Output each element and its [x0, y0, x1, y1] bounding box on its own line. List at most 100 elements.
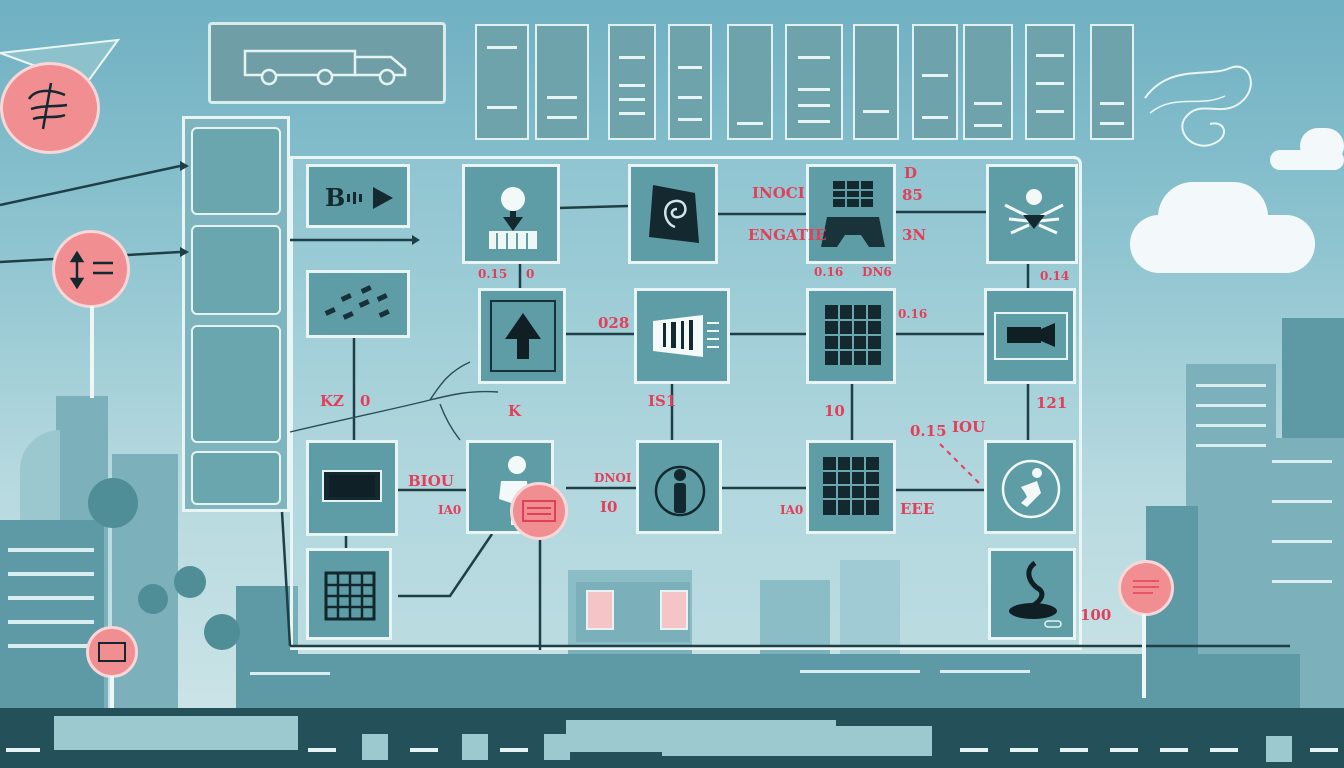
server-rack	[785, 24, 843, 140]
road-marker	[362, 734, 388, 760]
label: IS1	[648, 392, 677, 410]
truck-sign	[208, 22, 446, 104]
grid-tile[interactable]	[806, 288, 896, 384]
pin-stem	[90, 306, 94, 398]
label: ENGATIE	[748, 226, 827, 244]
label: 0.14	[1040, 269, 1070, 283]
tree	[174, 566, 206, 598]
tree	[204, 614, 240, 650]
storage-slot	[191, 127, 281, 215]
server-rack	[912, 24, 958, 140]
dots-tile[interactable]	[306, 270, 410, 338]
play-button-icon	[347, 187, 393, 209]
storage-slot	[191, 451, 281, 505]
user-circle-tile[interactable]	[636, 440, 722, 534]
building-grid-tile[interactable]	[306, 548, 392, 640]
window-row	[1272, 500, 1332, 503]
screen-pin[interactable]	[510, 482, 568, 540]
lane-dash	[1160, 748, 1188, 752]
label: 100	[1080, 606, 1112, 624]
building-grid-icon	[324, 571, 376, 621]
arrows-pin[interactable]	[52, 230, 130, 308]
runner-tile[interactable]	[984, 440, 1076, 534]
window-row	[1196, 404, 1266, 407]
server-rack	[668, 24, 712, 140]
screen-icon	[522, 500, 556, 522]
lane-dash	[1310, 748, 1338, 752]
server-rack	[608, 24, 656, 140]
sidewalk	[662, 726, 932, 756]
camera-tile[interactable]	[984, 288, 1076, 384]
window-row	[8, 572, 94, 576]
label: 121	[1036, 394, 1068, 412]
window-row	[8, 548, 94, 552]
lane-dash	[6, 748, 40, 752]
label: K	[508, 402, 522, 420]
label: 028	[598, 314, 630, 332]
label: I0	[600, 498, 618, 516]
label: EEE	[900, 500, 935, 518]
server-rack	[963, 24, 1013, 140]
store-sign	[660, 590, 688, 630]
cloud	[1300, 128, 1344, 164]
label: 0.15	[478, 267, 508, 281]
window-row	[1196, 424, 1266, 427]
road-marker	[544, 734, 570, 760]
label: DNOI	[594, 471, 632, 485]
signpost-tile[interactable]	[988, 548, 1076, 640]
label: 10	[824, 402, 845, 420]
document-pin[interactable]	[86, 626, 138, 678]
pin-stem	[1142, 614, 1146, 698]
server-rack	[1090, 24, 1134, 140]
play-button-label: B	[325, 183, 346, 212]
window-row	[1272, 460, 1332, 463]
server-rack	[475, 24, 529, 140]
window-row	[1196, 444, 1266, 447]
server-rack	[853, 24, 899, 140]
play-button-tile[interactable]: B	[306, 164, 410, 228]
spiral-document-tile[interactable]	[628, 164, 718, 264]
scattered-dots-icon	[324, 285, 390, 320]
sidewalk	[54, 716, 298, 750]
label: 0	[360, 392, 371, 410]
window-row	[1272, 580, 1332, 583]
billboard-pin[interactable]	[1118, 560, 1174, 616]
label: IOU	[952, 418, 986, 436]
user-circle-icon	[654, 465, 706, 517]
lane-dash	[410, 748, 438, 752]
spiral-document-icon	[649, 185, 699, 243]
bird-icon	[1004, 189, 1064, 235]
barcode-icon	[653, 315, 719, 357]
road-marker	[462, 734, 488, 760]
monitor-tile[interactable]	[306, 440, 398, 536]
building	[1186, 364, 1276, 708]
grid-icon	[825, 305, 881, 365]
lane-dash	[1210, 748, 1238, 752]
billboard-icon	[1133, 580, 1159, 594]
pin-stem	[110, 676, 114, 710]
server-rack	[1025, 24, 1075, 140]
server-rack	[727, 24, 773, 140]
pencil-icon	[27, 82, 68, 130]
label: INOCI	[752, 184, 805, 202]
lane-dash	[1010, 748, 1038, 752]
window-row	[8, 596, 94, 600]
gamepad-tile[interactable]	[806, 164, 896, 264]
lane-dash	[500, 748, 528, 752]
monitor-icon	[322, 470, 382, 502]
window-row	[250, 672, 330, 675]
tree	[138, 584, 168, 614]
lane-dash	[1110, 748, 1138, 752]
person-podium-tile[interactable]	[462, 164, 560, 264]
barcode-tile[interactable]	[634, 288, 730, 384]
label: BIOU	[408, 472, 454, 490]
up-arrow-tile[interactable]	[478, 288, 566, 384]
grid-icon	[823, 457, 879, 515]
person-podium-icon	[489, 187, 537, 249]
storage-slot	[191, 225, 281, 315]
bird-tile[interactable]	[986, 164, 1078, 264]
pencil-pin[interactable]	[0, 62, 100, 154]
building	[240, 654, 1300, 708]
grid-tile-2[interactable]	[806, 440, 896, 534]
lane-dash	[308, 748, 336, 752]
